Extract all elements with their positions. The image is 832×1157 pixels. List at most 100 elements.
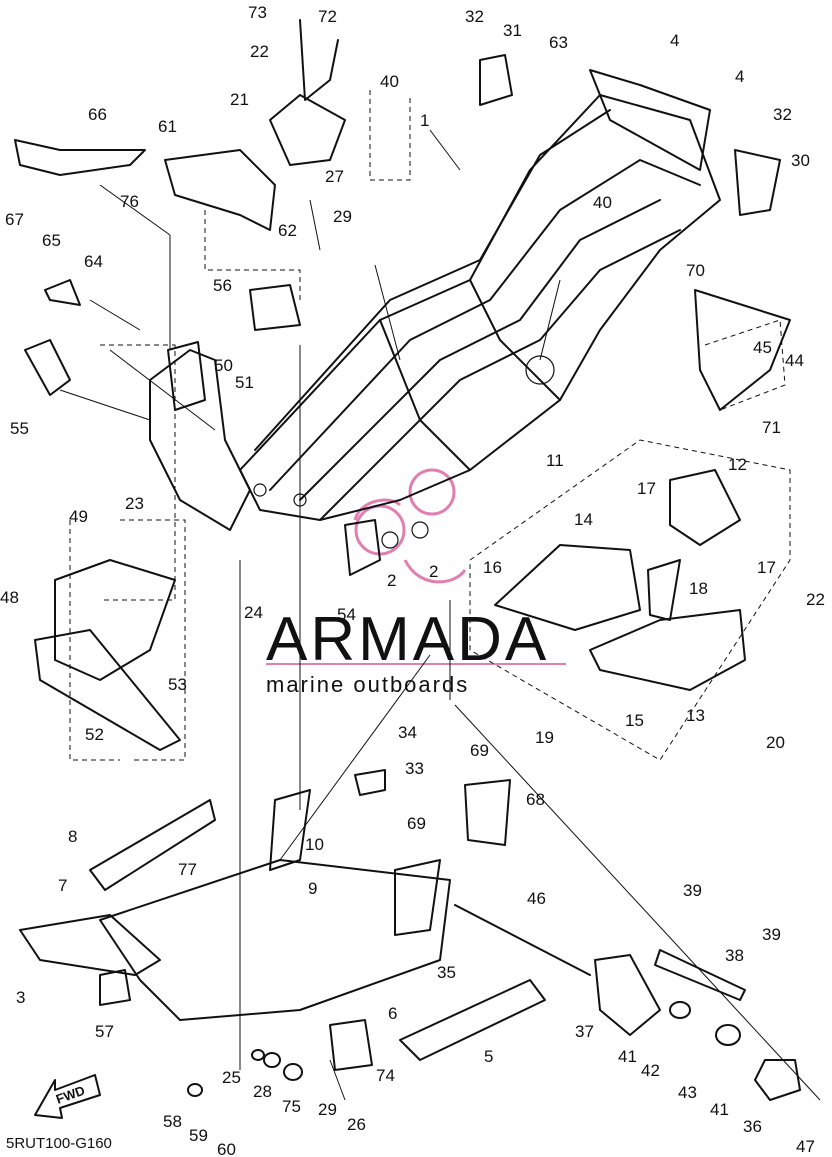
callout: 40 — [380, 72, 399, 91]
callout: 40 — [593, 193, 612, 212]
callout: 76 — [120, 192, 139, 211]
callout: 30 — [791, 151, 810, 170]
watermark: ARMADA marine outboards — [266, 468, 566, 697]
callout: 21 — [230, 90, 249, 109]
lower-subframe — [19, 769, 801, 1101]
callout: 72 — [318, 7, 337, 26]
callout: 2 — [429, 562, 438, 581]
watermark-brand: ARMADA — [266, 605, 549, 674]
callout: 6 — [388, 1004, 397, 1023]
callout: 47 — [796, 1137, 815, 1156]
callout: 3 — [16, 988, 25, 1007]
callout: 39 — [762, 925, 781, 944]
callout: 16 — [483, 558, 502, 577]
callout: 22 — [806, 590, 825, 609]
callout: 9 — [308, 879, 317, 898]
callout: 23 — [125, 494, 144, 513]
callout: 4 — [735, 67, 744, 86]
callout: 69 — [407, 814, 426, 833]
callout: 34 — [398, 723, 417, 742]
callout: 46 — [527, 889, 546, 908]
callout: 57 — [95, 1022, 114, 1041]
callout: 8 — [68, 827, 77, 846]
callout: 31 — [503, 21, 522, 40]
callout: 48 — [0, 588, 19, 607]
callout: 59 — [189, 1126, 208, 1145]
callout: 13 — [686, 706, 705, 725]
callout: 22 — [250, 42, 269, 61]
callout: 67 — [5, 210, 24, 229]
callout: 61 — [158, 117, 177, 136]
callout: 55 — [10, 419, 29, 438]
callout: 53 — [168, 675, 187, 694]
callout: 50 — [214, 356, 233, 375]
callout: 45 — [753, 338, 772, 357]
callout: 18 — [689, 579, 708, 598]
callout: 58 — [163, 1112, 182, 1131]
callout: 39 — [683, 881, 702, 900]
callout: 32 — [465, 7, 484, 26]
callout: 26 — [347, 1115, 366, 1134]
callout: 64 — [84, 252, 103, 271]
callout: 70 — [686, 261, 705, 280]
callout: 60 — [217, 1140, 236, 1157]
callout: 35 — [437, 963, 456, 982]
callout: 12 — [728, 455, 747, 474]
fwd-arrow: FWD — [34, 1074, 101, 1119]
callout: 29 — [318, 1100, 337, 1119]
callout: 43 — [678, 1083, 697, 1102]
callout: 1 — [420, 111, 429, 130]
callout: 77 — [178, 860, 197, 879]
callout: 42 — [641, 1061, 660, 1080]
callout: 56 — [213, 276, 232, 295]
callout: 74 — [376, 1066, 395, 1085]
callout: 4 — [670, 31, 679, 50]
callout: 41 — [710, 1100, 729, 1119]
callout: 63 — [549, 33, 568, 52]
callout: 2 — [387, 571, 396, 590]
callout: 33 — [405, 759, 424, 778]
callout: 25 — [222, 1068, 241, 1087]
left-parts — [34, 559, 181, 751]
callout: 66 — [88, 105, 107, 124]
leader-lines — [59, 129, 821, 1101]
callout: 32 — [773, 105, 792, 124]
callout: 17 — [757, 558, 776, 577]
callout: 41 — [618, 1047, 637, 1066]
callout: 19 — [535, 728, 554, 747]
callout: 65 — [42, 231, 61, 250]
callout: 37 — [575, 1022, 594, 1041]
main-frame — [149, 94, 721, 549]
callout: 71 — [762, 418, 781, 437]
callout: 49 — [69, 507, 88, 526]
callout: 51 — [235, 373, 254, 392]
callout: 54 — [337, 605, 356, 624]
callout: 38 — [725, 946, 744, 965]
callout: 75 — [282, 1097, 301, 1116]
callout: 5 — [484, 1047, 493, 1066]
callout: 28 — [253, 1082, 272, 1101]
callout: 24 — [244, 603, 263, 622]
callout: 14 — [574, 510, 593, 529]
callout: 69 — [470, 741, 489, 760]
watermark-tagline: marine outboards — [266, 672, 469, 697]
callout: 10 — [305, 835, 324, 854]
callout: 52 — [85, 725, 104, 744]
callout: 73 — [248, 3, 267, 22]
callout: 44 — [785, 351, 804, 370]
callout: 62 — [278, 221, 297, 240]
callout: 20 — [766, 733, 785, 752]
callout: 68 — [526, 790, 545, 809]
callout-labels: 73 72 32 31 63 4 22 40 4 21 32 1 66 61 3… — [0, 3, 825, 1157]
callout: 36 — [743, 1117, 762, 1136]
side-covers — [494, 469, 746, 691]
callout: 27 — [325, 167, 344, 186]
callout: 7 — [58, 876, 67, 895]
callout: 15 — [625, 711, 644, 730]
callout: 29 — [333, 207, 352, 226]
upper-parts — [14, 19, 791, 576]
group-outlines — [69, 90, 791, 761]
callout: 17 — [637, 479, 656, 498]
callout: 11 — [546, 451, 564, 470]
